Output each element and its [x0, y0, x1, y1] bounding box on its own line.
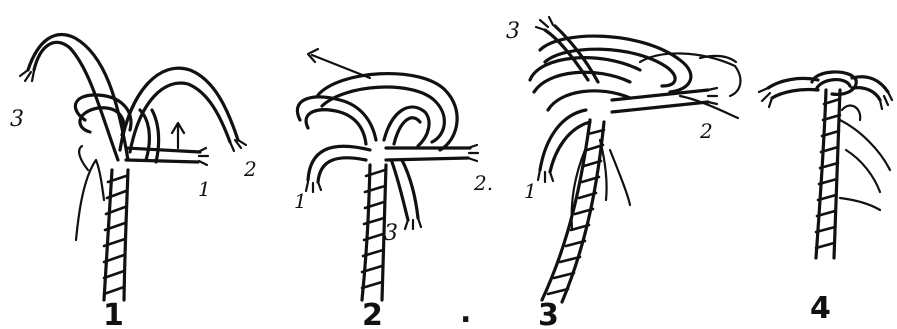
figure-1-rope-body	[104, 170, 128, 300]
figure-2-rope-body	[362, 165, 386, 300]
figure-2-label-3: 3	[384, 221, 398, 246]
figure-4-strand-left	[759, 78, 818, 107]
figure-4-strands-right	[852, 77, 892, 109]
figure-1-label-1: 1	[198, 177, 211, 201]
figure-3-strand-2	[612, 88, 717, 112]
figure-2-label-1: 1	[294, 189, 307, 213]
figure-2-strand-2	[386, 145, 478, 161]
figure-3-caption: 3	[538, 298, 559, 329]
stray-mark: .	[460, 295, 471, 329]
figure-4-hand	[840, 105, 890, 210]
figure-1-label-3: 3	[10, 107, 24, 132]
figure-2-caption: 2	[362, 298, 383, 329]
figure-2-arrow	[308, 49, 370, 78]
figure-1-label-2: 2	[243, 157, 257, 181]
figure-3-loops	[530, 36, 691, 110]
figure-2: 1 2. 3 2	[294, 49, 493, 329]
figure-2-inner-loops	[297, 97, 429, 146]
figure-1-arrow	[172, 123, 184, 148]
figure-2-strand-1	[306, 146, 370, 192]
figure-1-hand	[76, 146, 104, 240]
figure-1-strand-1	[126, 148, 208, 165]
figure-1: 3 2 1 1	[10, 35, 257, 329]
figure-3-label-3: 3	[506, 19, 520, 44]
figure-2-label-2: 2.	[473, 171, 493, 195]
figure-1-caption: 1	[103, 298, 124, 329]
figure-4-caption: 4	[810, 291, 831, 326]
figure-2-strand-3	[392, 160, 421, 229]
figure-4-rope-body	[816, 90, 840, 258]
figure-4: 4	[759, 72, 892, 326]
figure-3-label-2: 2	[699, 119, 713, 143]
figure-3-label-1: 1	[524, 179, 537, 203]
figure-3-rope-body	[542, 120, 604, 302]
figure-3: 3 2 1 3	[506, 17, 740, 329]
